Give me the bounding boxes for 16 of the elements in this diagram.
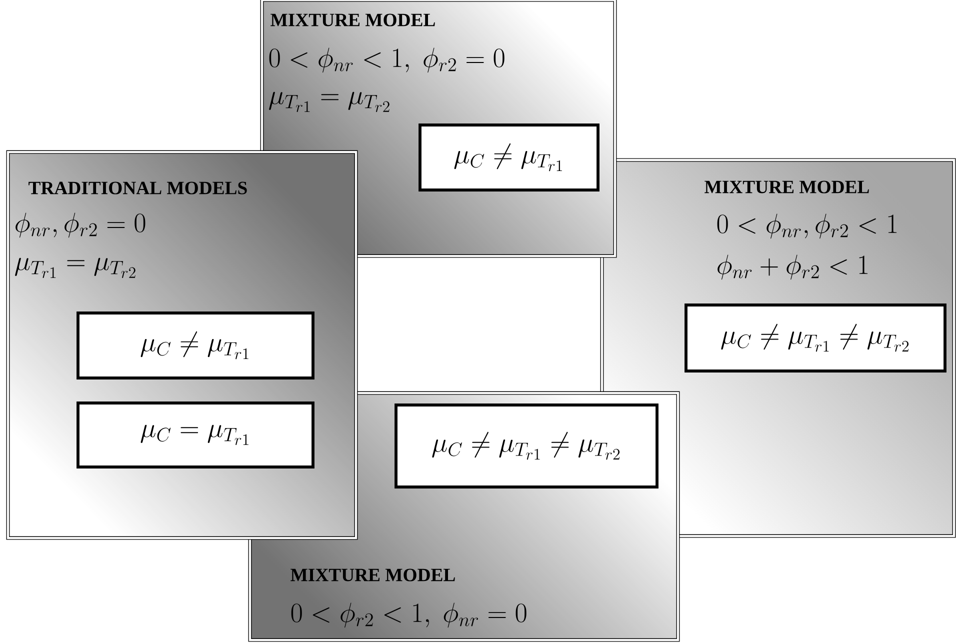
formula-box: $\mu_C \neq \mu_{T_{r1}} \neq \mu_{T_{r2}}$ [394,404,658,488]
condition-formula: $\mu_{T_{r1}} = \mu_{T_{r2}}$ [269,92,390,112]
condition-formula: $\mu_{T_{r1}} = \mu_{T_{r2}}$ [15,258,136,278]
formula-box: $\mu_C \neq \mu_{T_{r1}}$ [76,312,314,380]
condition-formula: $0 < \phi_{nr} < 1,\ \phi_{r2} = 0$ [269,48,504,73]
condition-formula: $0 < \phi_{nr}, \phi_{r2} < 1$ [717,214,897,239]
panel-heading: MIXTURE MODEL [704,180,869,194]
condition-formula: $0 < \phi_{r2} < 1,\ \phi_{nr} = 0$ [291,602,526,628]
formula-box: $\mu_C \neq \mu_{T_{r1}} \neq \mu_{T_{r2}}$ [684,304,946,372]
formula-box: $\mu_C \neq \mu_{T_{r1}}$ [418,124,600,192]
condition-formula: $\phi_{nr}, \phi_{r2} = 0$ [16,212,146,238]
formula-box: $\mu_C = \mu_{T_{r1}}$ [76,402,314,468]
condition-formula: $\phi_{nr} + \phi_{r2} < 1$ [718,254,868,280]
panel-heading: MIXTURE MODEL [270,14,435,26]
panel-heading: TRADITIONAL MODELS [28,182,247,194]
panel-heading: MIXTURE MODEL [290,568,455,582]
